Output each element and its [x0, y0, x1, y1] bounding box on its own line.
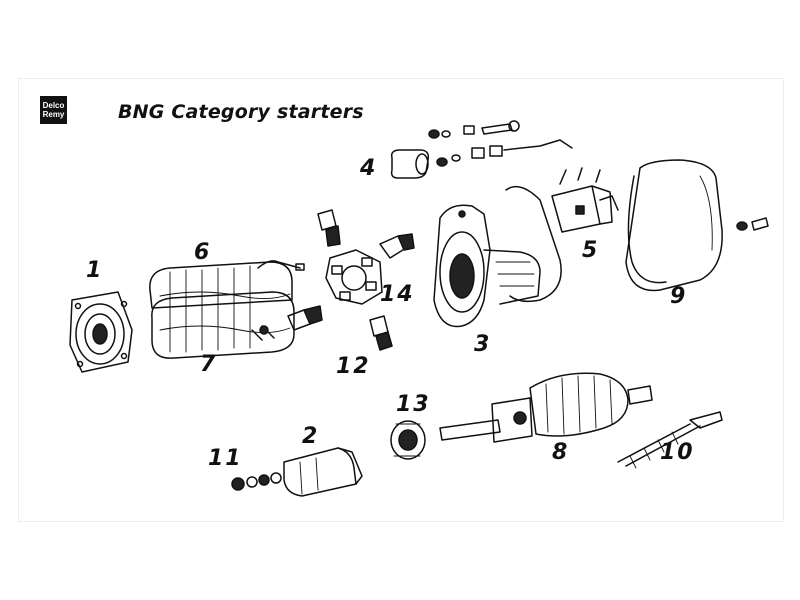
part-9-cover [625, 159, 769, 292]
part-10-rod [617, 411, 723, 469]
label-part-3: 3 [474, 332, 492, 357]
label-part-13: 13 [396, 392, 431, 417]
label-part-2: 2 [302, 424, 320, 449]
label-part-10: 10 [660, 440, 695, 465]
part-3-end-frame [433, 185, 562, 328]
part-13-pinion [390, 420, 426, 460]
delco-remy-logo: Delco Remy [40, 96, 67, 124]
label-part-8: 8 [552, 440, 570, 465]
label-part-11: 11 [208, 446, 243, 471]
label-part-14: 14 [380, 282, 415, 307]
part-2-drive-assembly [283, 447, 363, 497]
part-5-terminal-assembly [551, 167, 619, 233]
label-part-6: 6 [194, 240, 212, 265]
part-1-drive-end-housing [69, 291, 133, 373]
part-12-brushes [287, 209, 415, 351]
label-part-12: 12 [336, 354, 371, 379]
label-part-5: 5 [582, 238, 600, 263]
label-part-4: 4 [360, 156, 378, 181]
label-part-7: 7 [200, 352, 218, 377]
part-4-solenoid-hardware [390, 120, 573, 179]
label-part-9: 9 [670, 284, 688, 309]
logo-line-1: Delco [42, 101, 65, 110]
part-11-washers [231, 472, 282, 491]
diagram-title: BNG Category starters [118, 101, 364, 123]
part-14-brush-holder [325, 249, 383, 305]
logo-line-2: Remy [42, 110, 65, 119]
label-part-1: 1 [86, 258, 104, 283]
diagram-sheet [18, 78, 784, 522]
part-6-7-field-coils [149, 260, 305, 359]
part-8-armature [439, 372, 653, 443]
